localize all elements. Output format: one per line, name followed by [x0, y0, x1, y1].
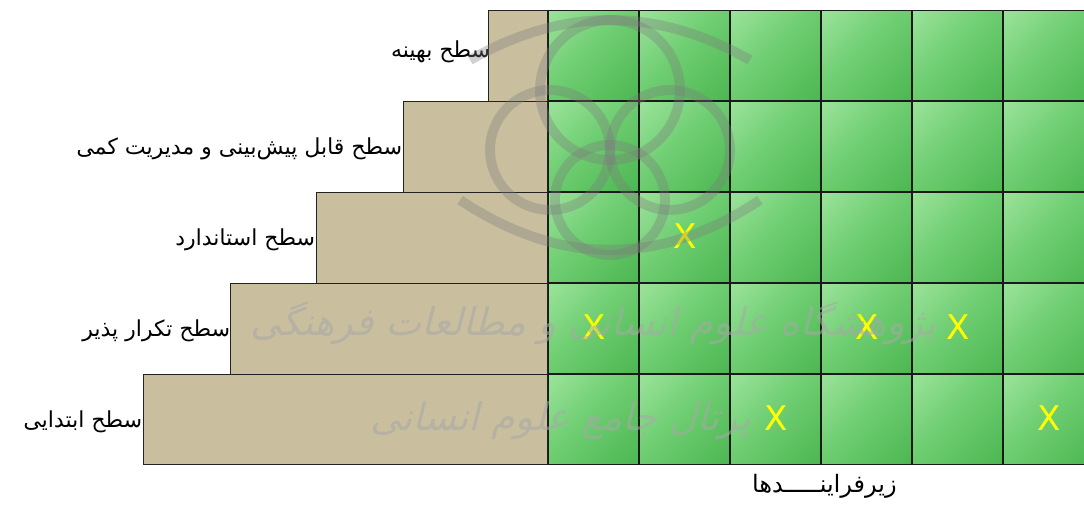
level-label: سطح قابل پیش‌بینی و مدیریت کمی [76, 135, 402, 160]
grid-cell [821, 10, 912, 101]
level-label: سطح تکرار پذیر [82, 317, 230, 342]
level-label: سطح ابتدایی [23, 408, 142, 433]
grid-cell [912, 374, 1003, 465]
grid-cell [1003, 10, 1084, 101]
grid-cell [1003, 374, 1084, 465]
x-mark: X [946, 308, 970, 348]
grid-cell [548, 374, 639, 465]
grid-cell [730, 10, 821, 101]
grid-cell [821, 192, 912, 283]
grid-cell [639, 101, 730, 192]
x-mark: X [1037, 399, 1061, 439]
grid-cell [821, 374, 912, 465]
grid-cell [639, 192, 730, 283]
level-label: سطح استاندارد [175, 226, 315, 251]
level-label: سطح بهینه [390, 38, 490, 63]
x-mark: X [764, 399, 788, 439]
grid-cell [548, 283, 639, 374]
grid-cell [1003, 283, 1084, 374]
grid-cell [821, 101, 912, 192]
grid-cell [912, 283, 1003, 374]
grid-cell [821, 283, 912, 374]
x-mark: X [673, 217, 697, 257]
grid-cell [548, 192, 639, 283]
x-axis-label: زیرفراینـــــدها [752, 470, 897, 498]
grid-cell [1003, 101, 1084, 192]
grid-cell [639, 283, 730, 374]
watermark-text-line2: پرتال جامع علوم انسانی [370, 395, 751, 439]
grid-cell [912, 10, 1003, 101]
stair-step [143, 374, 548, 465]
grid-cell [730, 374, 821, 465]
grid-cell [912, 192, 1003, 283]
grid-cell [548, 101, 639, 192]
grid-cell [639, 10, 730, 101]
grid-cell [730, 101, 821, 192]
watermark-text-line1: پژوهشگاه علوم انسانی و مطالعات فرهنگی [250, 300, 936, 344]
grid-cell [548, 10, 639, 101]
x-mark: X [855, 308, 879, 348]
grid-cell [912, 101, 1003, 192]
grid-cell [730, 283, 821, 374]
grid-cell [1003, 192, 1084, 283]
grid-cell [639, 374, 730, 465]
x-mark: X [582, 308, 606, 348]
grid-cell [730, 192, 821, 283]
